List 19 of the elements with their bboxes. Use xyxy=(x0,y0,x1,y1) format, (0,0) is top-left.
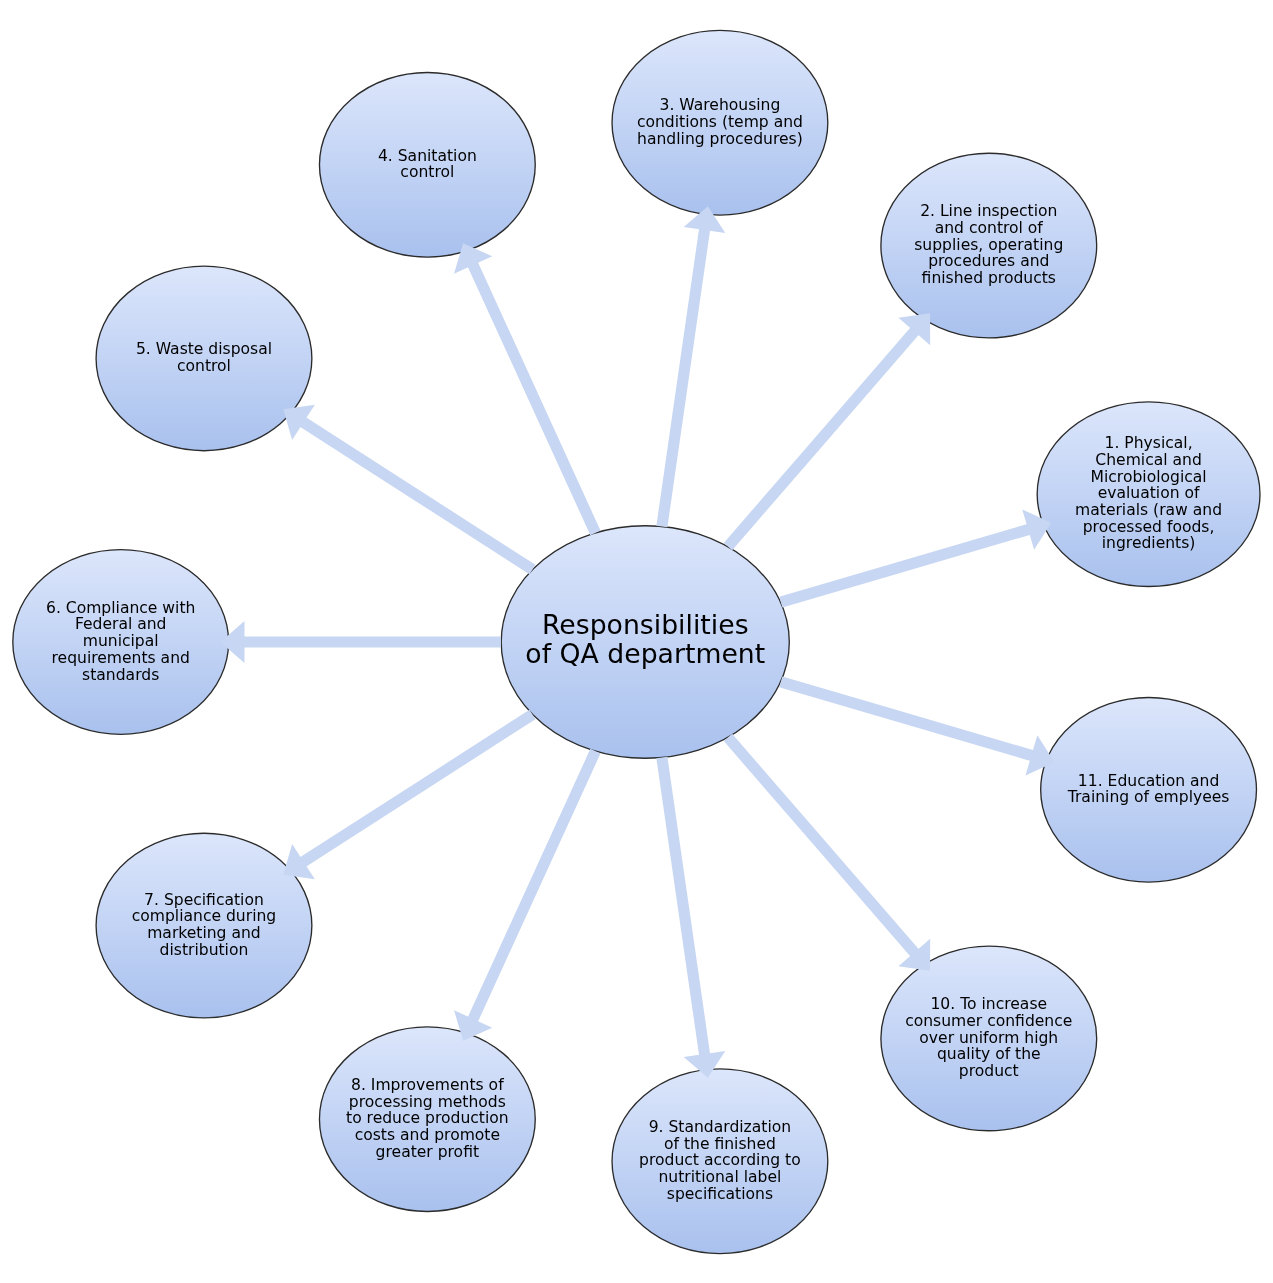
node-ellipse: 8. Improvements of processing methods to reduce production costs and promote greater profit xyxy=(318,1025,536,1212)
arrow xyxy=(656,205,726,527)
arrow xyxy=(454,748,601,1041)
arrow xyxy=(283,709,536,879)
node-ellipse: Responsibilities of QA department xyxy=(500,524,790,759)
node-ellipse: 10. To increase consumer confidence over uniform high quality of the product xyxy=(880,944,1098,1131)
arrow xyxy=(454,242,601,535)
arrow xyxy=(283,404,536,574)
node-ellipse: 4. Sanitation control xyxy=(318,71,536,258)
node-ellipse: 1. Physical, Chemical and Microbiological evaluation of materials (raw and processed foods, ingredients) xyxy=(1036,400,1261,587)
node-ellipse: 11. Education and Training of emplyees xyxy=(1040,696,1258,883)
node-ellipse: 3. Warehousing conditions (temp and handling procedures) xyxy=(611,29,829,216)
node-ellipse: 2. Line inspection and control of supplies, operating procedures and finished products xyxy=(880,152,1098,339)
arrow xyxy=(723,312,931,550)
arrow xyxy=(656,756,726,1078)
node-ellipse: 6. Compliance with Federal and municipal requirements and standards xyxy=(12,548,230,735)
node-ellipse: 9. Standardization of the finished product according to nutritional label specifications xyxy=(611,1067,829,1254)
arrow xyxy=(723,733,931,971)
arrow xyxy=(779,508,1052,608)
